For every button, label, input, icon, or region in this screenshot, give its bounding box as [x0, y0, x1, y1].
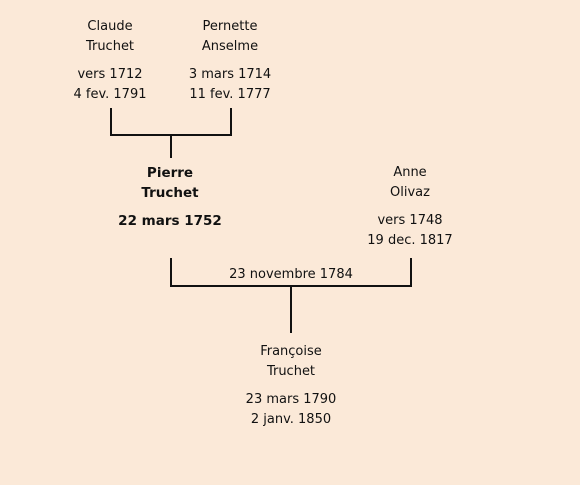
- connector-to-francoise: [290, 285, 292, 333]
- last-name: Olivaz: [390, 185, 430, 200]
- first-name: Anne: [393, 165, 427, 180]
- death-date: 11 fev. 1777: [189, 87, 271, 102]
- person-claude-truchet[interactable]: Claude Truchet vers 1712 4 fev. 1791: [40, 17, 180, 105]
- first-name: Claude: [87, 19, 133, 34]
- life-dates: 22 mars 1752: [100, 211, 240, 231]
- last-name: Truchet: [141, 185, 199, 201]
- connector-anne-down: [410, 258, 412, 287]
- connector-pernette-down: [230, 108, 232, 136]
- birth-date: vers 1712: [77, 67, 143, 82]
- first-name: Pierre: [146, 165, 194, 181]
- last-name: Truchet: [85, 39, 135, 54]
- person-francoise-truchet[interactable]: Françoise Truchet 23 mars 1790 2 janv. 1…: [221, 342, 361, 430]
- person-pierre-truchet[interactable]: Pierre Truchet 22 mars 1752: [100, 163, 240, 231]
- marriage-date: 23 novembre 1784: [229, 267, 353, 282]
- life-dates: vers 1748 19 dec. 1817: [340, 211, 480, 251]
- birth-date: vers 1748: [377, 213, 443, 228]
- last-name: Anselme: [201, 39, 259, 54]
- death-date: 2 janv. 1850: [250, 412, 332, 427]
- person-anne-olivaz[interactable]: Anne Olivaz vers 1748 19 dec. 1817: [340, 163, 480, 251]
- last-name: Truchet: [266, 364, 316, 379]
- connector-claude-down: [110, 108, 112, 136]
- first-name: Françoise: [260, 344, 322, 359]
- person-pernette-anselme[interactable]: Pernette Anselme 3 mars 1714 11 fev. 177…: [160, 17, 300, 105]
- birth-date: 22 mars 1752: [118, 213, 222, 229]
- first-name: Pernette: [202, 19, 258, 34]
- life-dates: vers 1712 4 fev. 1791: [40, 65, 180, 105]
- life-dates: 23 mars 1790 2 janv. 1850: [221, 390, 361, 430]
- connector-pierre-down: [170, 258, 172, 287]
- life-dates: 3 mars 1714 11 fev. 1777: [160, 65, 300, 105]
- death-date: 19 dec. 1817: [367, 233, 453, 248]
- birth-date: 23 mars 1790: [245, 392, 337, 407]
- birth-date: 3 mars 1714: [188, 67, 272, 82]
- connector-to-pierre: [170, 134, 172, 158]
- death-date: 4 fev. 1791: [73, 87, 147, 102]
